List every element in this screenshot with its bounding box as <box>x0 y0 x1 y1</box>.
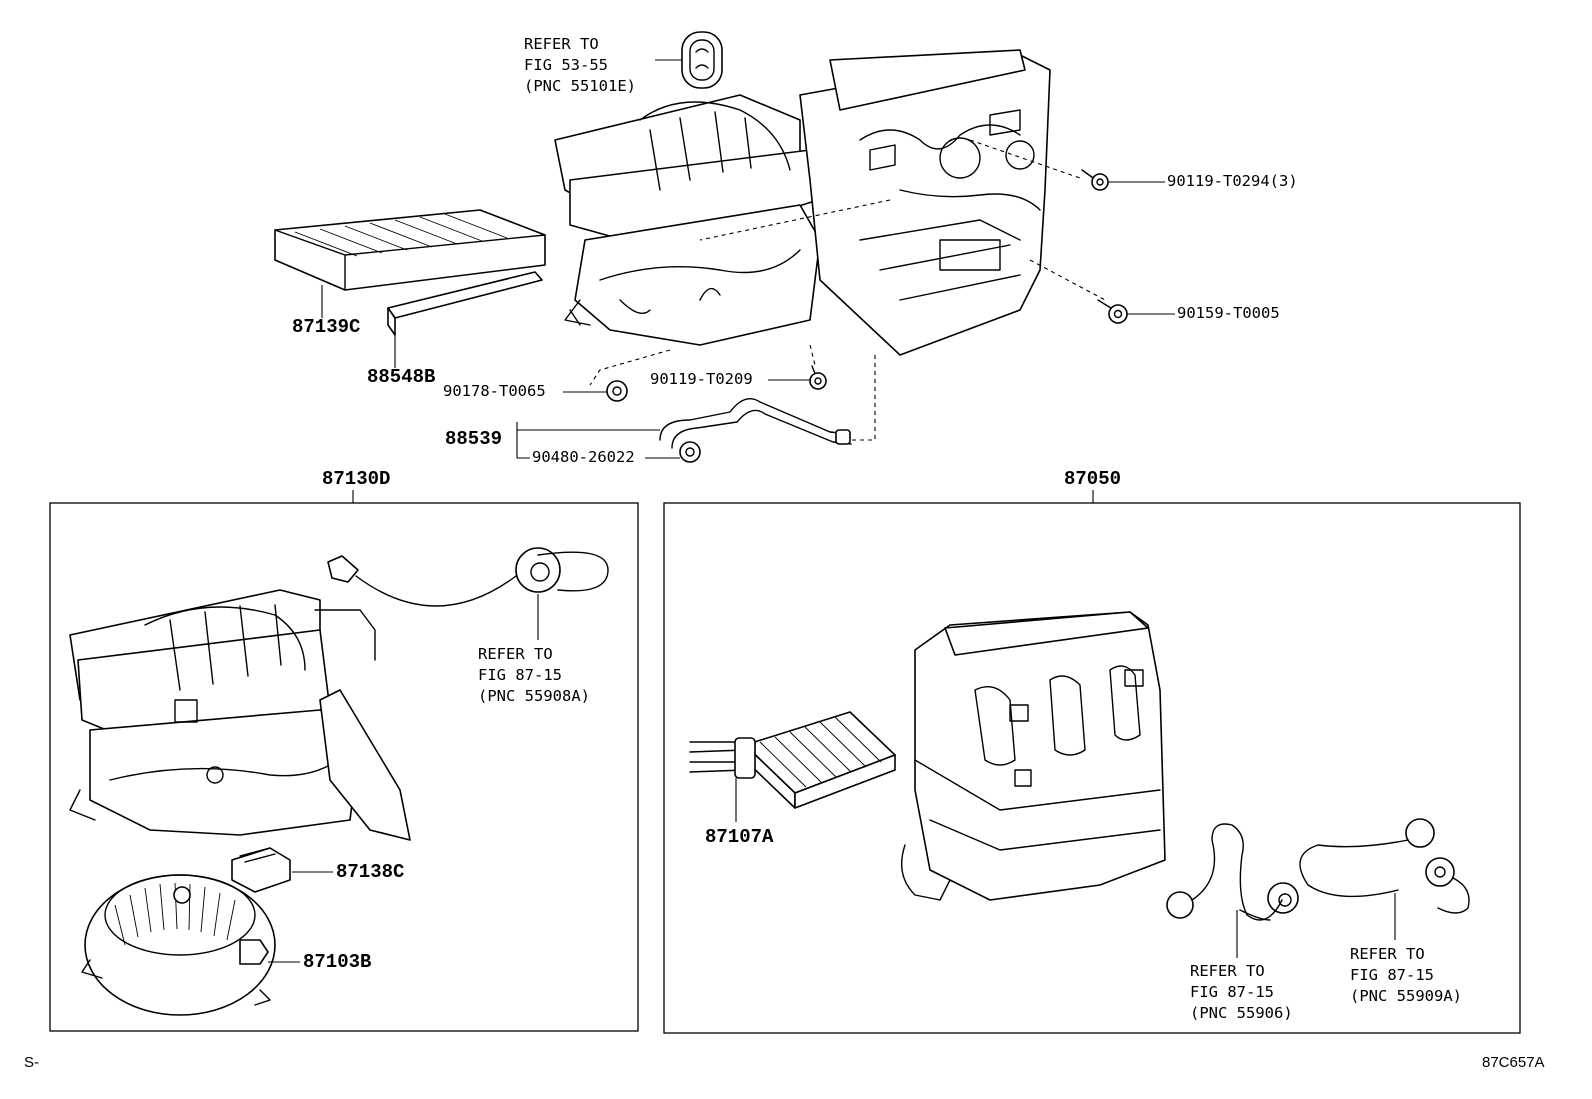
blower-case-87130d <box>69 589 411 841</box>
grommet-55101e <box>681 31 723 89</box>
figure-id: 87C657A <box>1482 1054 1545 1071</box>
air-filter-87139c <box>274 209 546 291</box>
box-87130d <box>49 502 639 1032</box>
drain-hose-88539 <box>659 398 852 449</box>
label-87130d: 87130D <box>322 468 391 490</box>
label-87139c: 87139C <box>292 316 361 338</box>
label-90480-26022: 90480-26022 <box>532 448 635 466</box>
screw-90159-t0005 <box>1097 299 1128 324</box>
sensor-55908a <box>327 547 609 640</box>
screw-90119-t0294 <box>1081 169 1109 191</box>
label-87138c: 87138C <box>336 861 405 883</box>
sensor-55906 <box>1166 823 1299 958</box>
label-87107a: 87107A <box>705 826 774 848</box>
clamp-90480-26022 <box>679 441 701 463</box>
label-90119-t0209: 90119-T0209 <box>650 370 753 388</box>
nut-90178-t0065 <box>606 380 628 402</box>
resistor-87138c <box>231 847 291 893</box>
heater-case-87050 <box>901 611 1166 901</box>
label-87103b: 87103B <box>303 951 372 973</box>
blower-motor-87103b <box>81 874 276 1016</box>
screw-90119-t0209 <box>809 365 827 390</box>
label-90178-t0065: 90178-T0065 <box>443 382 546 400</box>
box-87050 <box>663 502 1521 1034</box>
corner-mark: S- <box>24 1054 39 1071</box>
label-90119-t0294: 90119-T0294(3) <box>1167 172 1298 190</box>
label-90159-t0005: 90159-T0005 <box>1177 304 1280 322</box>
sensor-55909a <box>1299 818 1470 940</box>
label-87050: 87050 <box>1064 468 1122 490</box>
label-88539: 88539 <box>445 428 503 450</box>
hvac-unit-assembly <box>554 49 1051 356</box>
label-88548b: 88548B <box>367 366 436 388</box>
heater-core-87107a <box>689 711 896 822</box>
